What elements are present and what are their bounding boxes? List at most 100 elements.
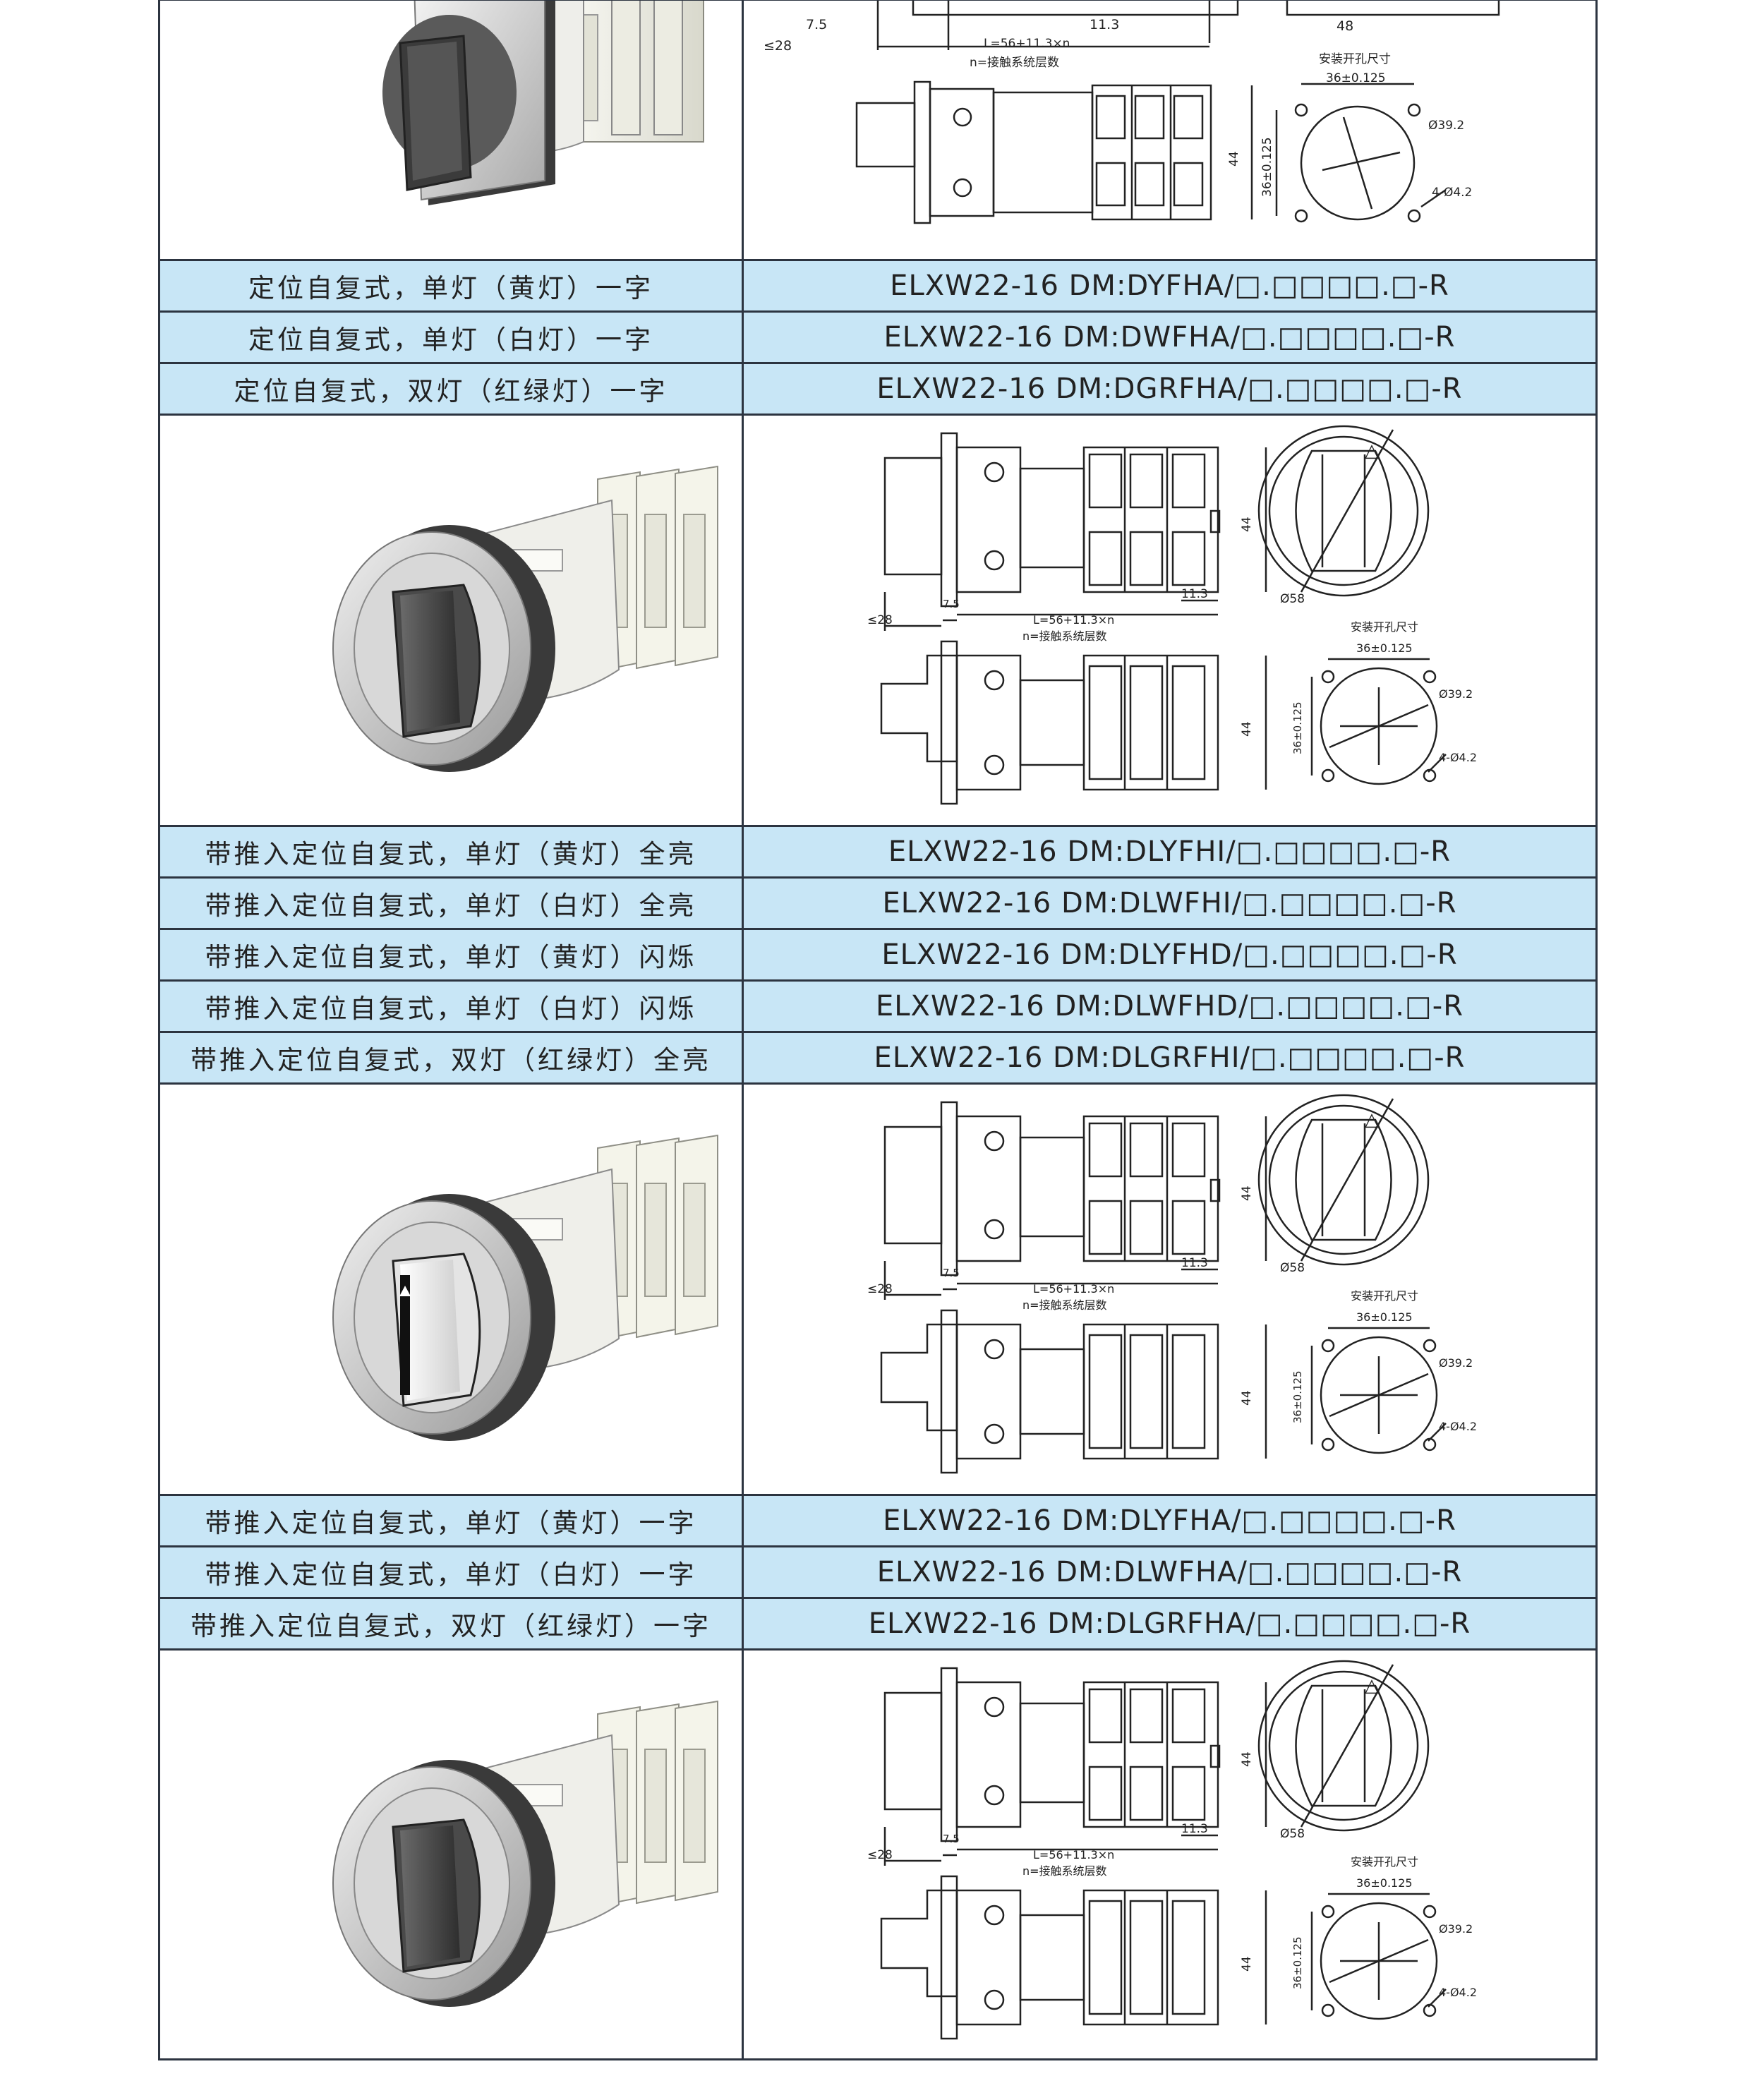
switch-round-bezel-render bbox=[332, 465, 718, 772]
mount-hole-title: 安装开孔尺寸 bbox=[1351, 620, 1418, 634]
dimension-drawing-svg: ≤28 7.5 11.3L=56+11.3×n n=接触系统层数 Ø58 △ 安装开孔尺寸 3… bbox=[867, 425, 1477, 805]
product-photo bbox=[160, 1085, 744, 1494]
switch-square-bezel-render bbox=[382, 1, 704, 205]
model-code: ELXW22-16 DM:DLGRFHA/□.□□□□.□-R bbox=[868, 1607, 1471, 1640]
mount-hole-title: 安装开孔尺寸 bbox=[1319, 52, 1391, 66]
product-photo bbox=[160, 416, 744, 825]
unit-label: 11.3 bbox=[1181, 587, 1208, 601]
layer-note-label: n=接触系统层数 bbox=[970, 56, 1059, 70]
model-code: ELXW22-16 DM:DLWFHD/□.□□□□.□-R bbox=[876, 990, 1464, 1022]
mount-hole-title: 安装开孔尺寸 bbox=[1351, 1855, 1418, 1869]
arrow-icon: △ bbox=[1365, 440, 1379, 461]
vertical-spacing-label: 36±0.125 bbox=[1291, 1936, 1304, 1989]
hole-diameter-label: Ø39.2 bbox=[1439, 687, 1473, 701]
spec-description: 带推入定位自复式，单灯（白灯）全亮 bbox=[160, 879, 744, 928]
spec-description: 定位自复式，双灯（红绿灯）一字 bbox=[160, 364, 744, 414]
model-code: ELXW22-16 DM:DLWFHI/□.□□□□.□-R bbox=[882, 887, 1457, 919]
model-code: ELXW22-16 DM:DGRFHA/□.□□□□.□-R bbox=[876, 373, 1463, 405]
height-label: 44 bbox=[1240, 1185, 1254, 1201]
vertical-spacing-label: 36±0.125 bbox=[1291, 1370, 1304, 1423]
dimension-drawing-svg: ≤28 7.5 11.3 48 L=56+11.3×n n=接触系统层数 安装开… bbox=[764, 1, 1500, 224]
height-label: 44 bbox=[1240, 1390, 1254, 1406]
length-formula-label: L=56+11.3×n bbox=[1033, 1282, 1114, 1296]
unit-label: 11.3 bbox=[1090, 17, 1119, 32]
bolt-holes-label: 4-Ø4.2 bbox=[1439, 1986, 1477, 1999]
bolt-holes-label: 4-Ø4.2 bbox=[1432, 186, 1472, 200]
switch-round-bezel-render bbox=[332, 1700, 718, 2007]
hole-spacing-label: 36±0.125 bbox=[1326, 71, 1386, 85]
hole-diameter-label: Ø39.2 bbox=[1439, 1356, 1473, 1370]
length-formula-label: L=56+11.3×n bbox=[1033, 1848, 1114, 1861]
depth-label: ≤28 bbox=[867, 1848, 893, 1862]
spec-description: 带推入定位自复式，单灯（白灯）闪烁 bbox=[160, 982, 744, 1031]
layer-note-label: n=接触系统层数 bbox=[1022, 1864, 1107, 1878]
spec-row: 定位自复式，单灯（白灯）一字 ELXW22-16 DM:DWFHA/□.□□□□… bbox=[160, 313, 1595, 364]
spec-description: 带推入定位自复式，单灯（黄灯）一字 bbox=[160, 1496, 744, 1545]
bezel-diameter-label: Ø58 bbox=[1280, 1827, 1305, 1841]
dimension-drawing: ≤28 7.5 11.3 48 L=56+11.3×n n=接触系统层数 安装开… bbox=[744, 1, 1595, 259]
bolt-holes-label: 4-Ø4.2 bbox=[1439, 751, 1477, 764]
bezel-diameter-label: Ø58 bbox=[1280, 592, 1305, 606]
depth-label: ≤28 bbox=[867, 613, 893, 627]
flange-label: 7.5 bbox=[943, 598, 960, 610]
spec-row: 带推入定位自复式，单灯（白灯）闪烁 ELXW22-16 DM:DLWFHD/□.… bbox=[160, 982, 1595, 1033]
height-label: 44 bbox=[1240, 721, 1254, 737]
model-code: ELXW22-16 DM:DLYFHD/□.□□□□.□-R bbox=[881, 939, 1458, 971]
spec-row: 带推入定位自复式，单灯（白灯）一字 ELXW22-16 DM:DLWFHA/□.… bbox=[160, 1547, 1595, 1599]
bezel-diameter-label: Ø58 bbox=[1280, 1261, 1305, 1275]
spec-row: 带推入定位自复式，单灯（黄灯）一字 ELXW22-16 DM:DLYFHA/□.… bbox=[160, 1496, 1595, 1547]
spec-row: 定位自复式，单灯（黄灯）一字 ELXW22-16 DM:DYFHA/□.□□□□… bbox=[160, 261, 1595, 313]
height-label: 44 bbox=[1227, 151, 1241, 167]
model-code: ELXW22-16 DM:DLGRFHI/□.□□□□.□-R bbox=[874, 1042, 1466, 1074]
product-photo bbox=[160, 1, 744, 259]
model-code: ELXW22-16 DM:DYFHA/□.□□□□.□-R bbox=[890, 270, 1449, 302]
image-row-1: ≤28 7.5 11.3 48 L=56+11.3×n n=接触系统层数 安装开… bbox=[160, 1, 1595, 261]
bolt-holes-label: 4-Ø4.2 bbox=[1439, 1420, 1477, 1433]
product-spec-table: ≤28 7.5 11.3 48 L=56+11.3×n n=接触系统层数 安装开… bbox=[158, 0, 1598, 2060]
vertical-spacing-label: 36±0.125 bbox=[1260, 137, 1274, 197]
height-label: 44 bbox=[1240, 1751, 1254, 1767]
depth-label: ≤28 bbox=[867, 1282, 893, 1296]
spec-row: 定位自复式，双灯（红绿灯）一字 ELXW22-16 DM:DGRFHA/□.□□… bbox=[160, 364, 1595, 416]
spec-row: 带推入定位自复式，单灯（黄灯）全亮 ELXW22-16 DM:DLYFHI/□.… bbox=[160, 827, 1595, 879]
flange-label: 7.5 bbox=[806, 17, 827, 32]
spec-description: 带推入定位自复式，单灯（黄灯）闪烁 bbox=[160, 930, 744, 979]
width-label: 48 bbox=[1336, 18, 1353, 34]
mount-hole-title: 安装开孔尺寸 bbox=[1351, 1289, 1418, 1303]
dimension-drawing-svg: ≤28 7.5 11.3L=56+11.3×n n=接触系统层数 Ø58 △ 安装开孔尺寸 3… bbox=[867, 1660, 1477, 2040]
hole-diameter-label: Ø39.2 bbox=[1428, 119, 1464, 133]
depth-label: ≤28 bbox=[764, 38, 792, 54]
unit-label: 11.3 bbox=[1181, 1256, 1208, 1270]
hole-spacing-label: 36±0.125 bbox=[1356, 641, 1413, 655]
hole-spacing-label: 36±0.125 bbox=[1356, 1310, 1413, 1324]
hole-diameter-label: Ø39.2 bbox=[1439, 1922, 1473, 1936]
height-label: 44 bbox=[1240, 517, 1254, 532]
arrow-icon: △ bbox=[1365, 1109, 1379, 1130]
hole-spacing-label: 36±0.125 bbox=[1356, 1876, 1413, 1890]
model-code: ELXW22-16 DM:DWFHA/□.□□□□.□-R bbox=[883, 321, 1456, 354]
spec-description: 定位自复式，单灯（白灯）一字 bbox=[160, 313, 744, 362]
model-code: ELXW22-16 DM:DLYFHA/□.□□□□.□-R bbox=[883, 1504, 1456, 1537]
unit-label: 11.3 bbox=[1181, 1822, 1208, 1836]
length-formula-label: L=56+11.3×n bbox=[984, 37, 1070, 51]
flange-label: 7.5 bbox=[943, 1833, 960, 1845]
spec-row: 带推入定位自复式，单灯（黄灯）闪烁 ELXW22-16 DM:DLYFHD/□.… bbox=[160, 930, 1595, 982]
switch-round-bezel-render bbox=[332, 1134, 718, 1441]
spec-description: 带推入定位自复式，单灯（黄灯）全亮 bbox=[160, 827, 744, 876]
spec-description: 带推入定位自复式，单灯（白灯）一字 bbox=[160, 1547, 744, 1597]
length-formula-label: L=56+11.3×n bbox=[1033, 613, 1114, 627]
layer-note-label: n=接触系统层数 bbox=[1022, 629, 1107, 643]
dimension-drawing-svg: ≤287.511.3L=56+11.3×nn=接触系统层数Ø58△安装开孔尺寸3… bbox=[867, 1094, 1477, 1474]
spec-description: 带推入定位自复式，双灯（红绿灯）一字 bbox=[160, 1599, 744, 1648]
spec-row: 带推入定位自复式，双灯（红绿灯）一字 ELXW22-16 DM:DLGRFHA/… bbox=[160, 1599, 1595, 1651]
vertical-spacing-label: 36±0.125 bbox=[1291, 701, 1304, 754]
spec-description: 定位自复式，单灯（黄灯）一字 bbox=[160, 261, 744, 310]
spec-row: 带推入定位自复式，双灯（红绿灯）全亮 ELXW22-16 DM:DLGRFHI/… bbox=[160, 1033, 1595, 1085]
flange-label: 7.5 bbox=[943, 1267, 960, 1279]
model-code: ELXW22-16 DM:DLWFHA/□.□□□□.□-R bbox=[876, 1556, 1463, 1588]
arrow-icon: △ bbox=[1365, 1675, 1379, 1696]
